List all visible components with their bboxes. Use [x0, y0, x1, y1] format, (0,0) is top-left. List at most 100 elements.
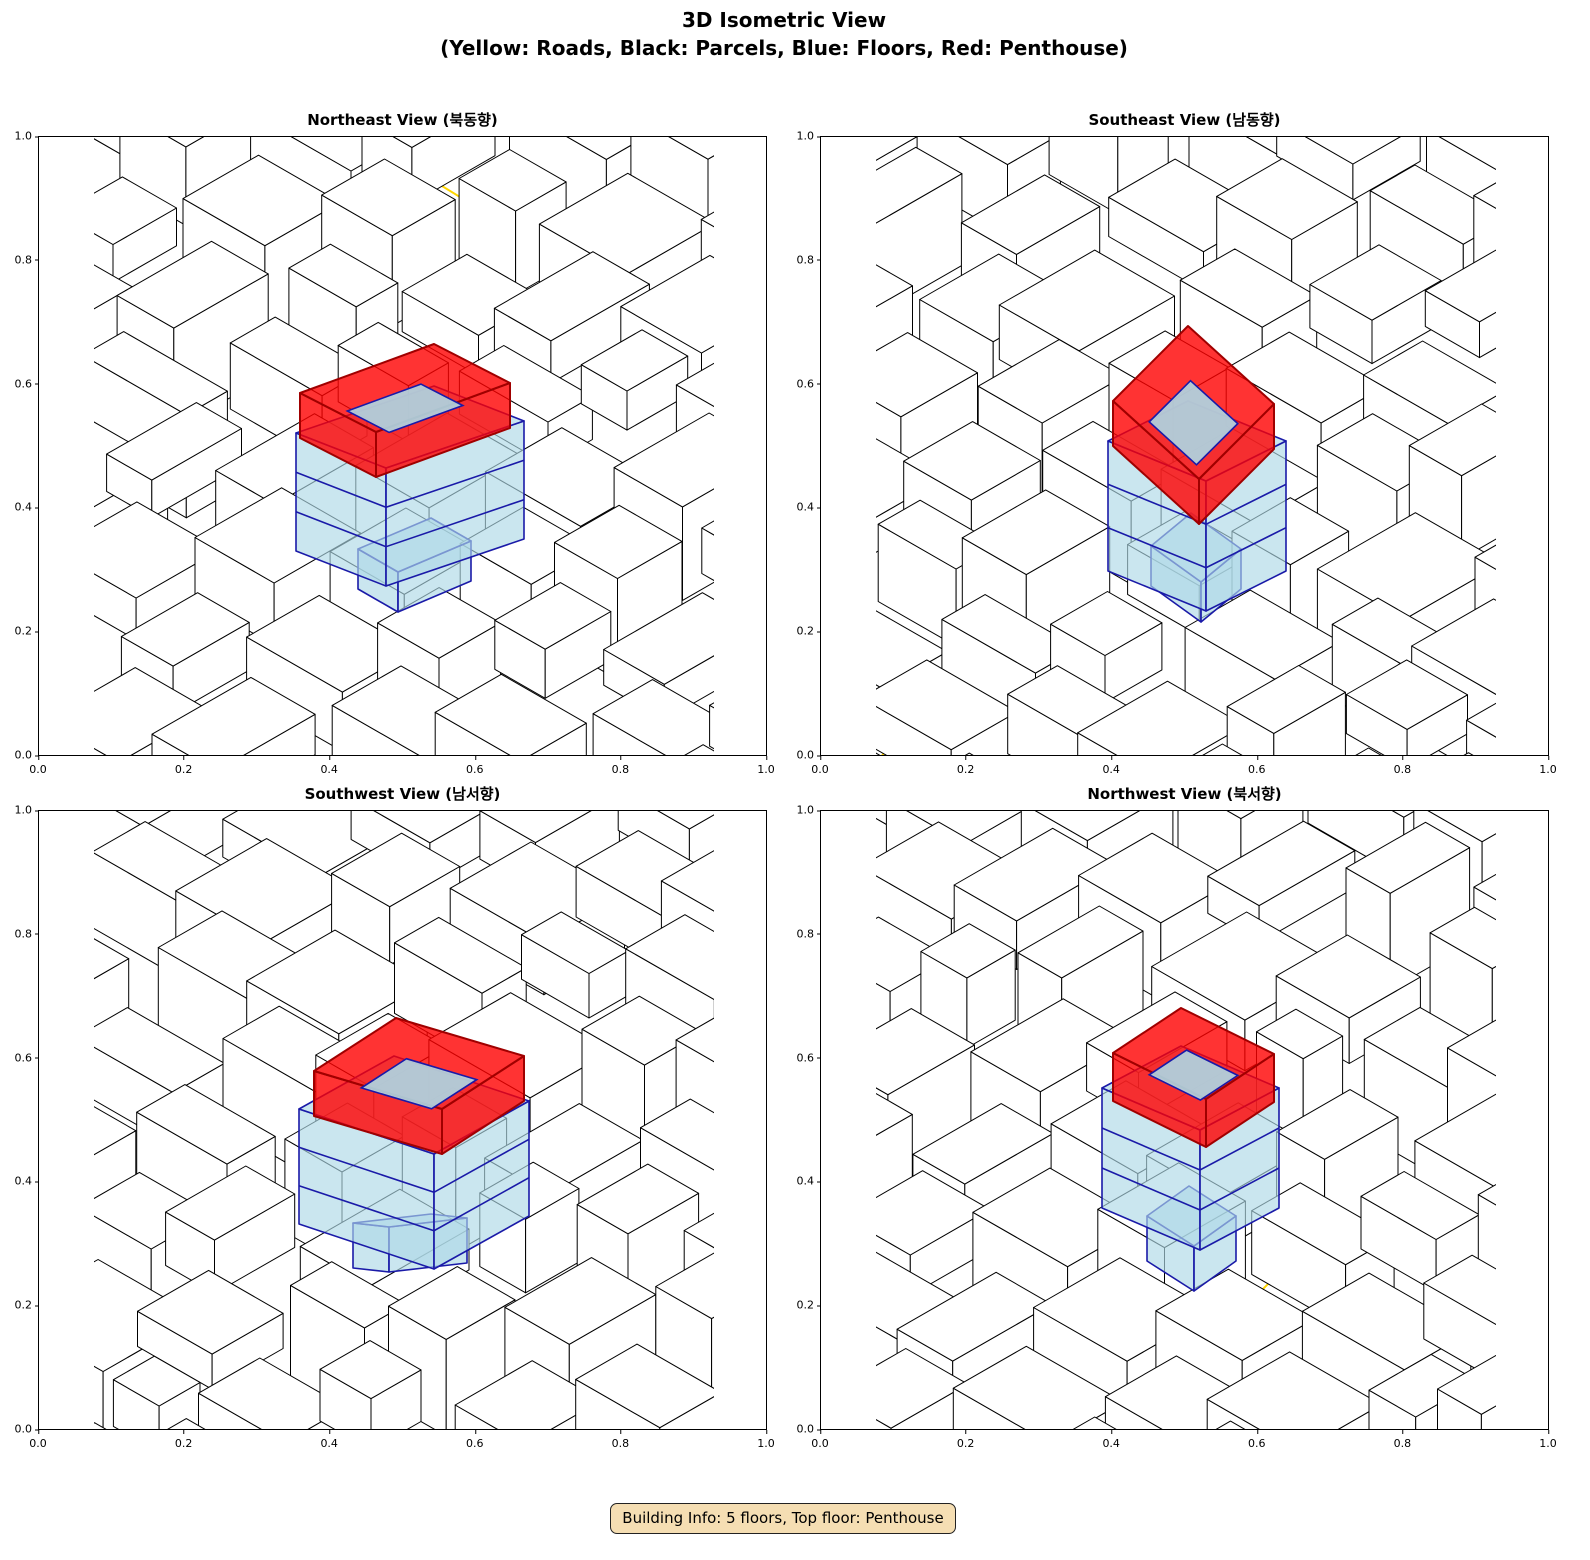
parcel-building-top-face [94, 176, 177, 245]
parcel-building-right-face [1461, 455, 1496, 560]
parcel-building-top-face [1078, 832, 1235, 924]
parcel-building-top-face [876, 659, 1018, 751]
parcel-building-top-face [434, 673, 587, 755]
parcel-building-top-face [683, 1212, 714, 1249]
parcel-building-top-face [1276, 1089, 1399, 1160]
parcel-building-top-face [566, 137, 647, 160]
parcel-building-right-face [755, 704, 767, 757]
parcel-building-left-face [821, 137, 857, 211]
parcel-building-top-face [1309, 244, 1442, 321]
parcel-building-top-face [94, 1422, 107, 1429]
parcel-building-right-face [713, 999, 714, 1094]
y-tick-label: 0.2 [796, 624, 821, 638]
parcel-building-top-face [964, 752, 974, 755]
scene [94, 811, 768, 1430]
y-tick-label: 0.4 [796, 1174, 821, 1188]
parcel-building-top-face [603, 592, 714, 685]
clip-group [94, 811, 768, 1430]
parcel-building-top-face [1304, 137, 1401, 165]
parcel-building-top-face [920, 923, 1016, 979]
parcel-building-top-face [458, 149, 567, 212]
floor-line [1107, 526, 1287, 569]
parcel-building-top-face [876, 1170, 991, 1256]
scene [39, 137, 767, 757]
x-tick-label: 0.0 [29, 1430, 47, 1450]
x-tick-label: 1.0 [757, 756, 775, 776]
x-tick-label: 0.2 [956, 1430, 975, 1450]
x-tick-label: 1.0 [1539, 1430, 1557, 1450]
parcel-building-top-face [684, 744, 714, 755]
parcel-building-top-face [1427, 811, 1496, 843]
parcel-building-top-face [1429, 906, 1496, 970]
parcel-building-top-face [1466, 702, 1496, 738]
parcel-building-right-face [711, 1316, 714, 1392]
parcel-building-top-face [165, 1165, 296, 1241]
parcel-building-top-face [458, 345, 593, 423]
x-tick-label: 0.8 [1393, 756, 1412, 776]
axes [820, 136, 1549, 756]
parcel-building-top-face [94, 1106, 137, 1156]
parcel-building-top-face [912, 1103, 1054, 1185]
parcel-building-top-face [167, 137, 205, 148]
parcel-building-right-face [1479, 311, 1496, 359]
parcel-building-left-face [701, 527, 714, 582]
x-tick-label: 1.0 [1539, 756, 1557, 776]
parcel-building-top-face [1072, 1416, 1117, 1429]
parcel-building-left-face [94, 1365, 104, 1429]
parcel-building-top-face [1463, 752, 1474, 755]
x-tick-label: 0.0 [29, 756, 47, 776]
parcel-building-top-face [479, 811, 592, 844]
parcel-building-left-face [94, 836, 100, 927]
parcel-building-top-face [876, 1348, 969, 1429]
parcel-building-top-face [701, 520, 714, 536]
parcel-building-top-face [675, 1017, 714, 1063]
x-tick-label: 0.4 [1102, 756, 1120, 776]
parcel-building-top-face [1017, 905, 1144, 979]
parcel-building-top-face [1509, 331, 1549, 389]
parcel-building-top-face [668, 137, 714, 160]
parcel-building-top-face [700, 211, 714, 228]
parcel-building-top-face [876, 752, 881, 755]
scene [876, 811, 1496, 1429]
x-tick-label: 0.6 [466, 1430, 484, 1450]
parcel-building-top-face [331, 832, 461, 908]
parcel-building-left-face [721, 1374, 768, 1430]
parcel-building-left-face [39, 454, 88, 586]
parcel-building-top-face [137, 1269, 284, 1355]
parcel-building-top-face [106, 402, 242, 481]
parcel-building-top-face [1155, 1268, 1316, 1361]
parcel-building-top-face [660, 850, 714, 912]
y-tick-label: 0.2 [14, 1298, 39, 1312]
y-tick-label: 0.0 [14, 748, 39, 762]
panel-title: Southeast View (남동향) [1088, 111, 1281, 129]
panel-title: Northwest View (북서향) [1087, 785, 1282, 803]
parcel-building-top-face [494, 582, 612, 650]
target-building [1107, 325, 1287, 623]
parcel-building-right-face [1501, 137, 1549, 236]
parcel-building-top-face [1345, 659, 1468, 730]
parcel-building-top-face [394, 916, 527, 994]
parcel-building-top-face [1256, 1008, 1344, 1060]
target-building [295, 343, 525, 613]
y-tick-label: 0.4 [14, 500, 39, 514]
x-tick-label: 0.0 [811, 756, 829, 776]
y-tick-label: 1.0 [796, 803, 821, 817]
parcel-building-top-face [1477, 1183, 1496, 1206]
parcel-building-top-face [580, 329, 689, 392]
parcel-building-top-face [952, 1345, 1124, 1429]
parcel-building-top-face [876, 1008, 975, 1096]
parcel-building-top-face [709, 702, 714, 709]
plot-canvas [876, 811, 1496, 1429]
parcel-building-top-face [1408, 403, 1496, 477]
x-tick-label: 0.8 [611, 756, 630, 776]
parcel-building-top-face [655, 1252, 714, 1320]
parcel-building-top-face [876, 916, 950, 992]
parcel-building-top-face [575, 1343, 714, 1429]
y-tick-label: 0.8 [796, 927, 821, 941]
floor-line [295, 498, 525, 548]
y-tick-label: 0.8 [14, 927, 39, 941]
axes [38, 810, 767, 1430]
